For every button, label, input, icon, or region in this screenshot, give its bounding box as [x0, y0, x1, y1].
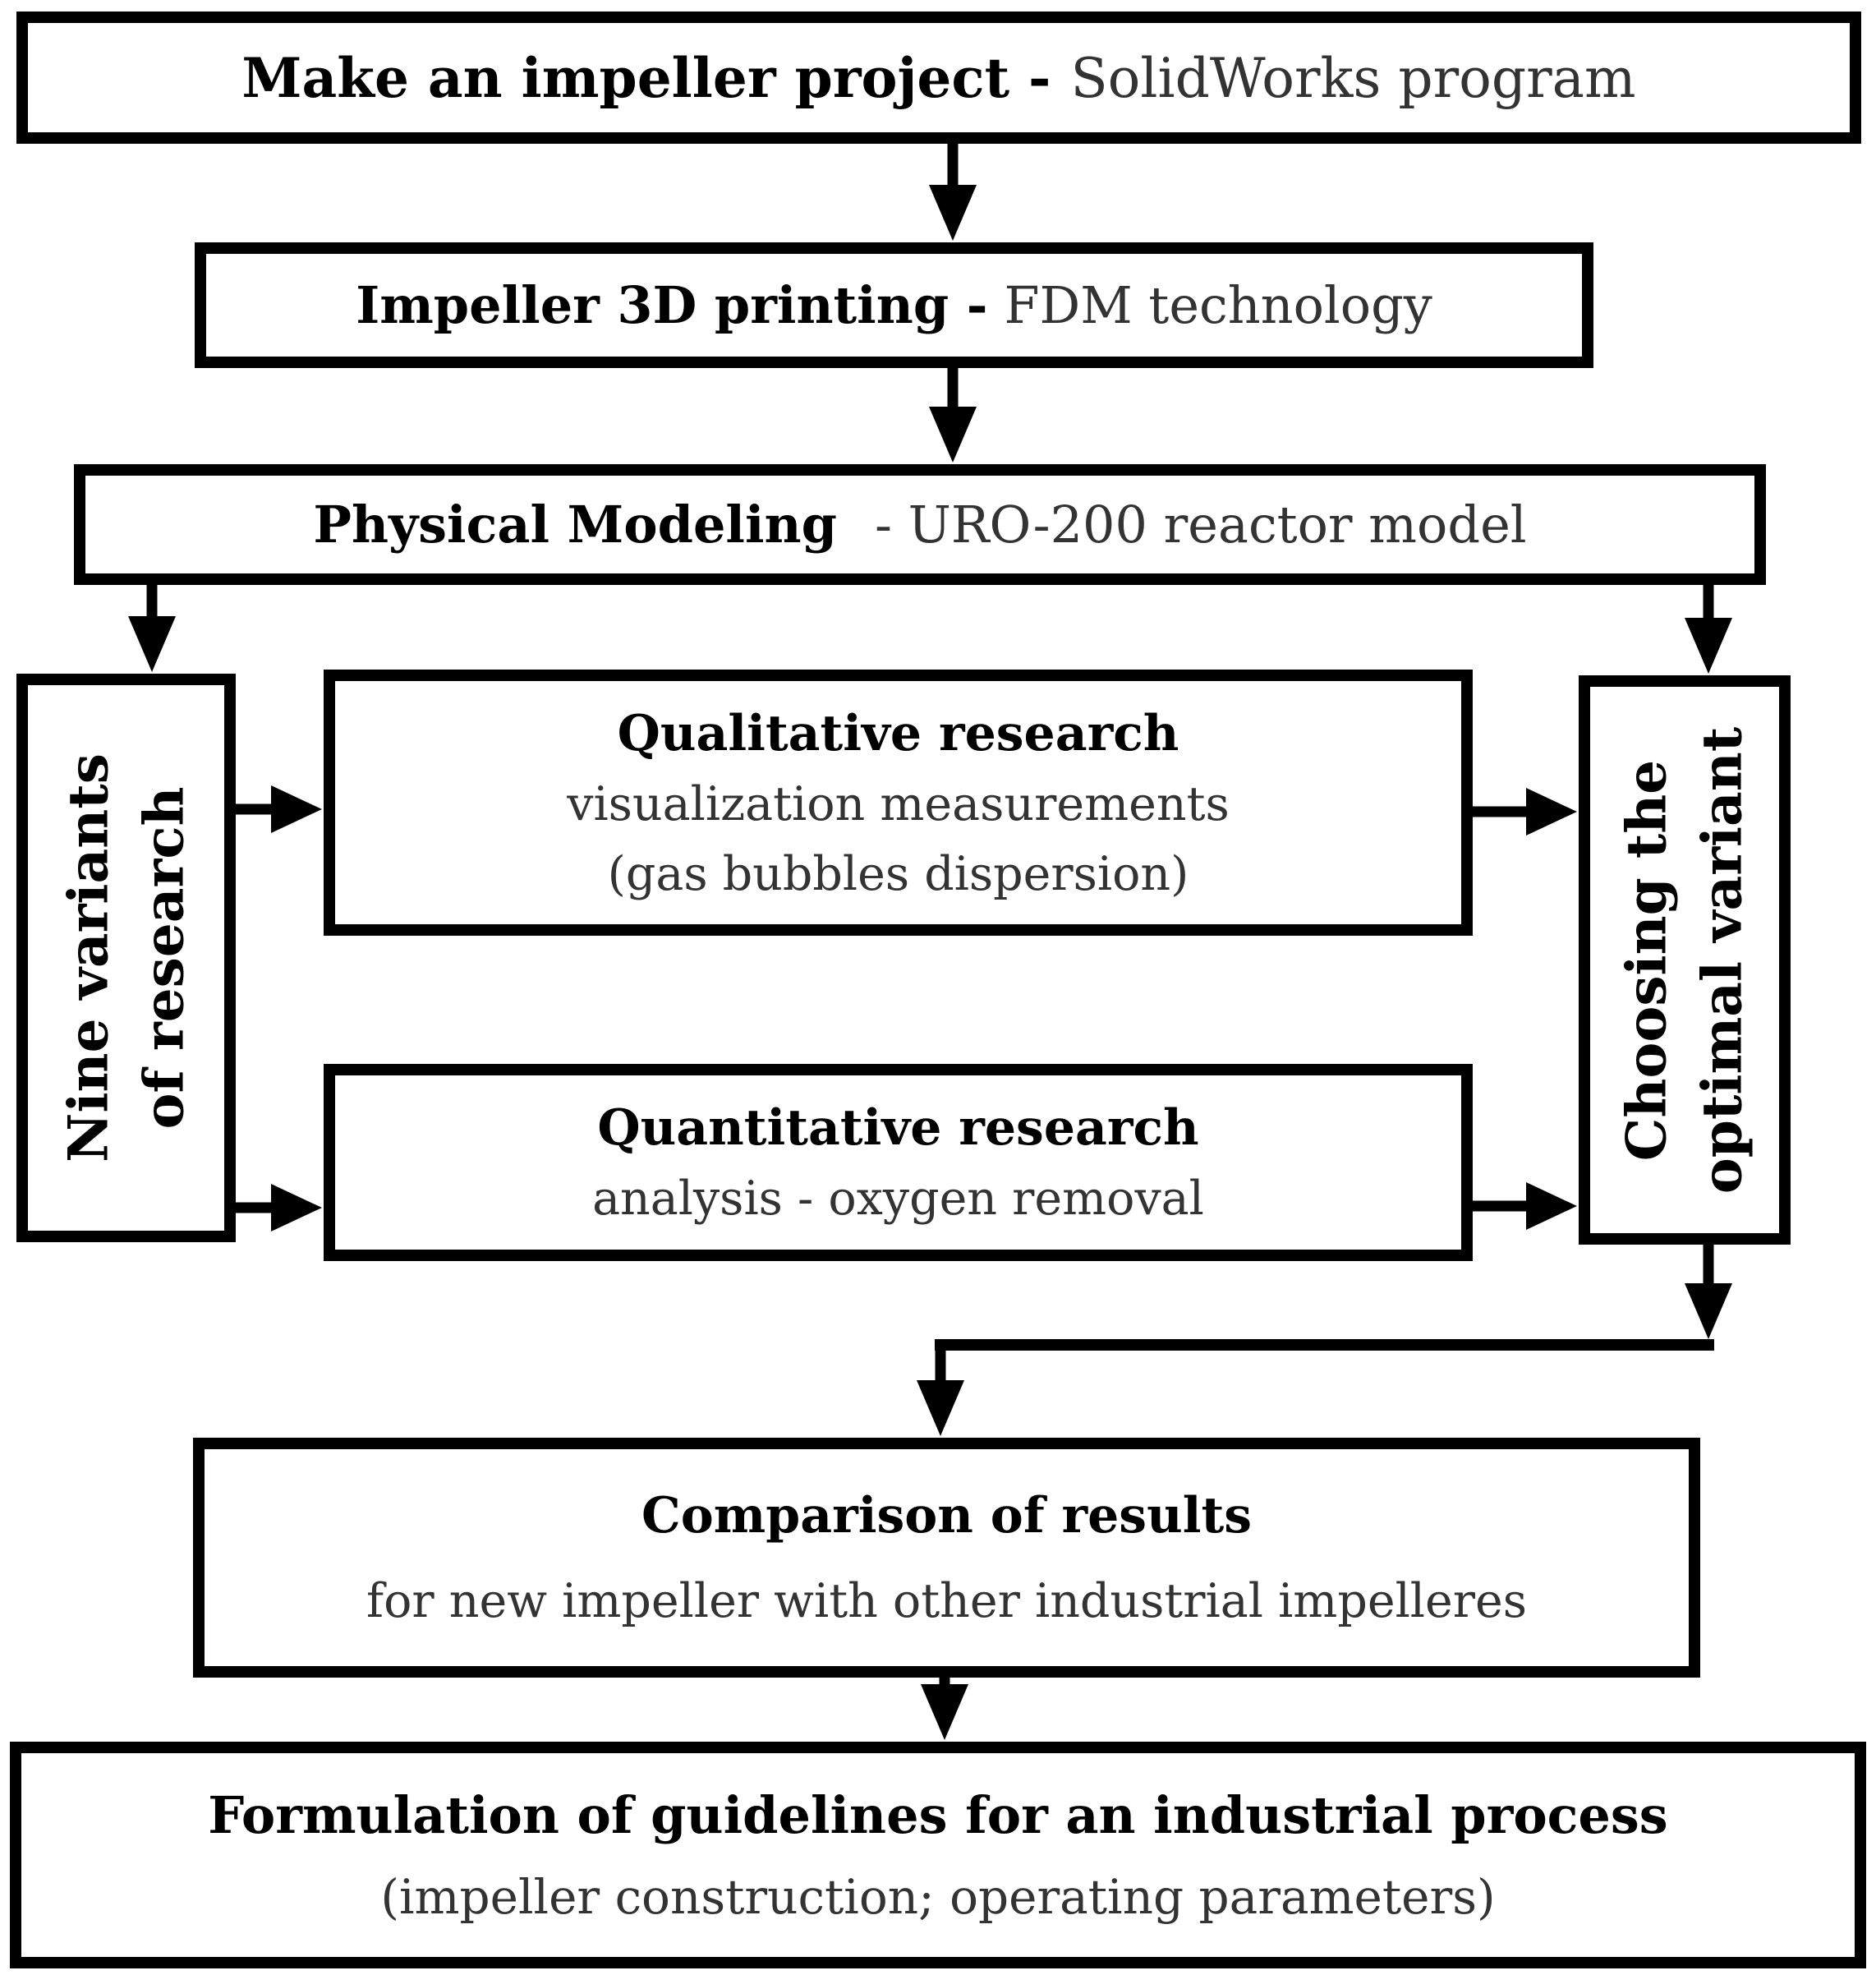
- arrow-comparison-to-guidelines: [921, 1678, 968, 1740]
- step-label-bold: Make an impeller project -: [241, 45, 1051, 110]
- rotated-label: Choosing the optimal variant: [1609, 726, 1761, 1194]
- arrow-modeling-to-choosing: [1685, 585, 1732, 674]
- step-title: Comparison of results: [641, 1487, 1252, 1545]
- step-label-bold: Impeller 3D printing -: [356, 275, 988, 335]
- rotated-label-line1: Choosing the: [1614, 759, 1679, 1161]
- step-make-impeller-project: Make an impeller project - SolidWorks pro…: [16, 12, 1861, 144]
- arrow-printing-to-modeling: [929, 368, 977, 463]
- step-qualitative-research: Qualitative research visualization measu…: [324, 670, 1473, 936]
- step-title: Formulation of guidelines for an industr…: [208, 1785, 1668, 1845]
- step-comparison-of-results: Comparison of results for new impeller w…: [193, 1438, 1700, 1678]
- step-label: Physical Modeling - URO-200 reactor model: [313, 495, 1526, 555]
- step-title: Quantitative research: [597, 1098, 1199, 1157]
- rotated-label-line1: Nine variants: [56, 753, 121, 1162]
- step-detail-line1: visualization measurements: [567, 777, 1230, 831]
- step-detail-line1: (impeller construction; operating parame…: [380, 1869, 1496, 1925]
- arrow-variants-to-quantitative: [236, 1184, 322, 1231]
- arrow-quantitative-to-choosing: [1473, 1182, 1577, 1230]
- step-physical-modeling: Physical Modeling - URO-200 reactor model: [74, 464, 1766, 585]
- rotated-label-line2: of research: [131, 786, 196, 1130]
- step-title: Qualitative research: [617, 704, 1179, 762]
- arrow-qualitative-to-choosing: [1473, 788, 1577, 836]
- step-detail-line1: analysis - oxygen removal: [592, 1172, 1204, 1227]
- step-impeller-3d-printing: Impeller 3D printing - FDM technology: [195, 242, 1593, 368]
- step-label-regular: FDM technology: [1004, 275, 1432, 335]
- elbow-choosing-to-comparison: [917, 1245, 1732, 1436]
- step-label: Impeller 3D printing - FDM technology: [356, 275, 1432, 335]
- arrow-project-to-printing: [929, 143, 977, 241]
- step-formulation-of-guidelines: Formulation of guidelines for an industr…: [10, 1742, 1866, 1968]
- step-choosing-optimal-variant: Choosing the optimal variant: [1579, 675, 1791, 1245]
- rotated-label-line2: optimal variant: [1690, 726, 1754, 1194]
- step-label-regular: - URO-200 reactor model: [874, 495, 1527, 555]
- arrow-variants-to-qualitative: [236, 785, 322, 833]
- step-detail-line1: for new impeller with other industrial i…: [366, 1574, 1527, 1628]
- step-detail-line2: (gas bubbles dispersion): [607, 846, 1189, 901]
- rotated-label: Nine variants of research: [50, 753, 202, 1162]
- step-quantitative-research: Quantitative research analysis - oxygen …: [324, 1064, 1473, 1261]
- step-label-bold: Physical Modeling: [313, 495, 837, 555]
- arrow-modeling-to-variants: [128, 585, 176, 672]
- step-label-regular: SolidWorks program: [1070, 46, 1636, 110]
- step-label: Make an impeller project - SolidWorks pro…: [241, 46, 1635, 110]
- step-nine-variants-of-research: Nine variants of research: [16, 674, 236, 1242]
